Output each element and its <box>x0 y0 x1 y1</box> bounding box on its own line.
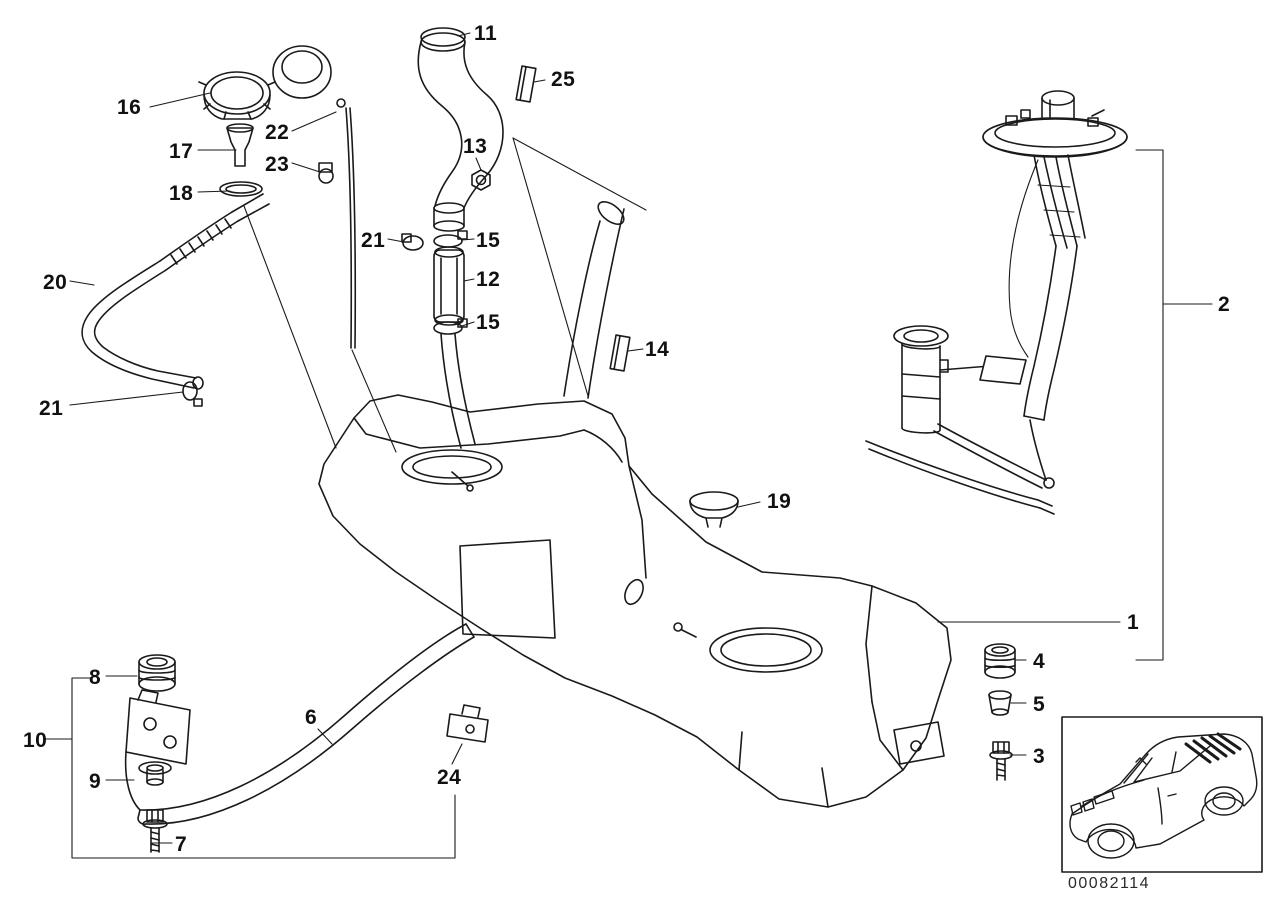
part-label-2[interactable]: 2 <box>1218 293 1231 316</box>
part-label-22[interactable]: 22 <box>265 121 290 144</box>
part-label-8[interactable]: 8 <box>89 666 102 689</box>
vent-hose-drawing <box>563 201 625 399</box>
part-label-4[interactable]: 4 <box>1033 650 1046 673</box>
part-label-21-lower[interactable]: 21 <box>39 397 64 420</box>
part-label-13[interactable]: 13 <box>463 135 488 158</box>
part-label-15-lower[interactable]: 15 <box>476 311 501 334</box>
part-label-23[interactable]: 23 <box>265 153 290 176</box>
part-label-25[interactable]: 25 <box>551 68 576 91</box>
filler-cap-drawing <box>198 45 332 197</box>
diagram-number: 00082114 <box>1068 875 1150 892</box>
car-location-inset <box>1061 716 1263 873</box>
tank-plug-drawing <box>689 491 739 528</box>
part-label-11[interactable]: 11 <box>474 22 498 45</box>
part-label-17[interactable]: 17 <box>169 140 194 163</box>
small-parts-drawing <box>471 65 631 372</box>
fuel-pump-assembly-drawing <box>865 90 1128 515</box>
filler-pipe-drawing <box>401 27 504 449</box>
part-label-21-upper[interactable]: 21 <box>361 229 386 252</box>
part-label-1[interactable]: 1 <box>1127 611 1140 634</box>
part-label-18[interactable]: 18 <box>169 182 194 205</box>
right-fasteners-drawing <box>984 643 1016 781</box>
part-label-3[interactable]: 3 <box>1033 745 1046 768</box>
part-label-9[interactable]: 9 <box>89 770 102 793</box>
part-label-12[interactable]: 12 <box>476 268 501 291</box>
part-label-19[interactable]: 19 <box>767 490 792 513</box>
leader-lines <box>45 32 1213 859</box>
part-label-10[interactable]: 10 <box>23 729 48 752</box>
part-label-5[interactable]: 5 <box>1033 693 1046 716</box>
part-label-24[interactable]: 24 <box>437 766 462 789</box>
part-label-7[interactable]: 7 <box>175 833 188 856</box>
fuel-tank-drawing <box>318 394 952 808</box>
tank-strap-drawing <box>124 623 489 825</box>
part-label-15-upper[interactable]: 15 <box>476 229 501 252</box>
vent-tube-drawing <box>81 193 270 407</box>
vent-rod-drawing <box>318 98 357 349</box>
left-fasteners-drawing <box>138 654 176 853</box>
part-label-14[interactable]: 14 <box>645 338 670 361</box>
part-label-20[interactable]: 20 <box>43 271 68 294</box>
part-label-16[interactable]: 16 <box>117 96 142 119</box>
part-label-6[interactable]: 6 <box>305 706 318 729</box>
